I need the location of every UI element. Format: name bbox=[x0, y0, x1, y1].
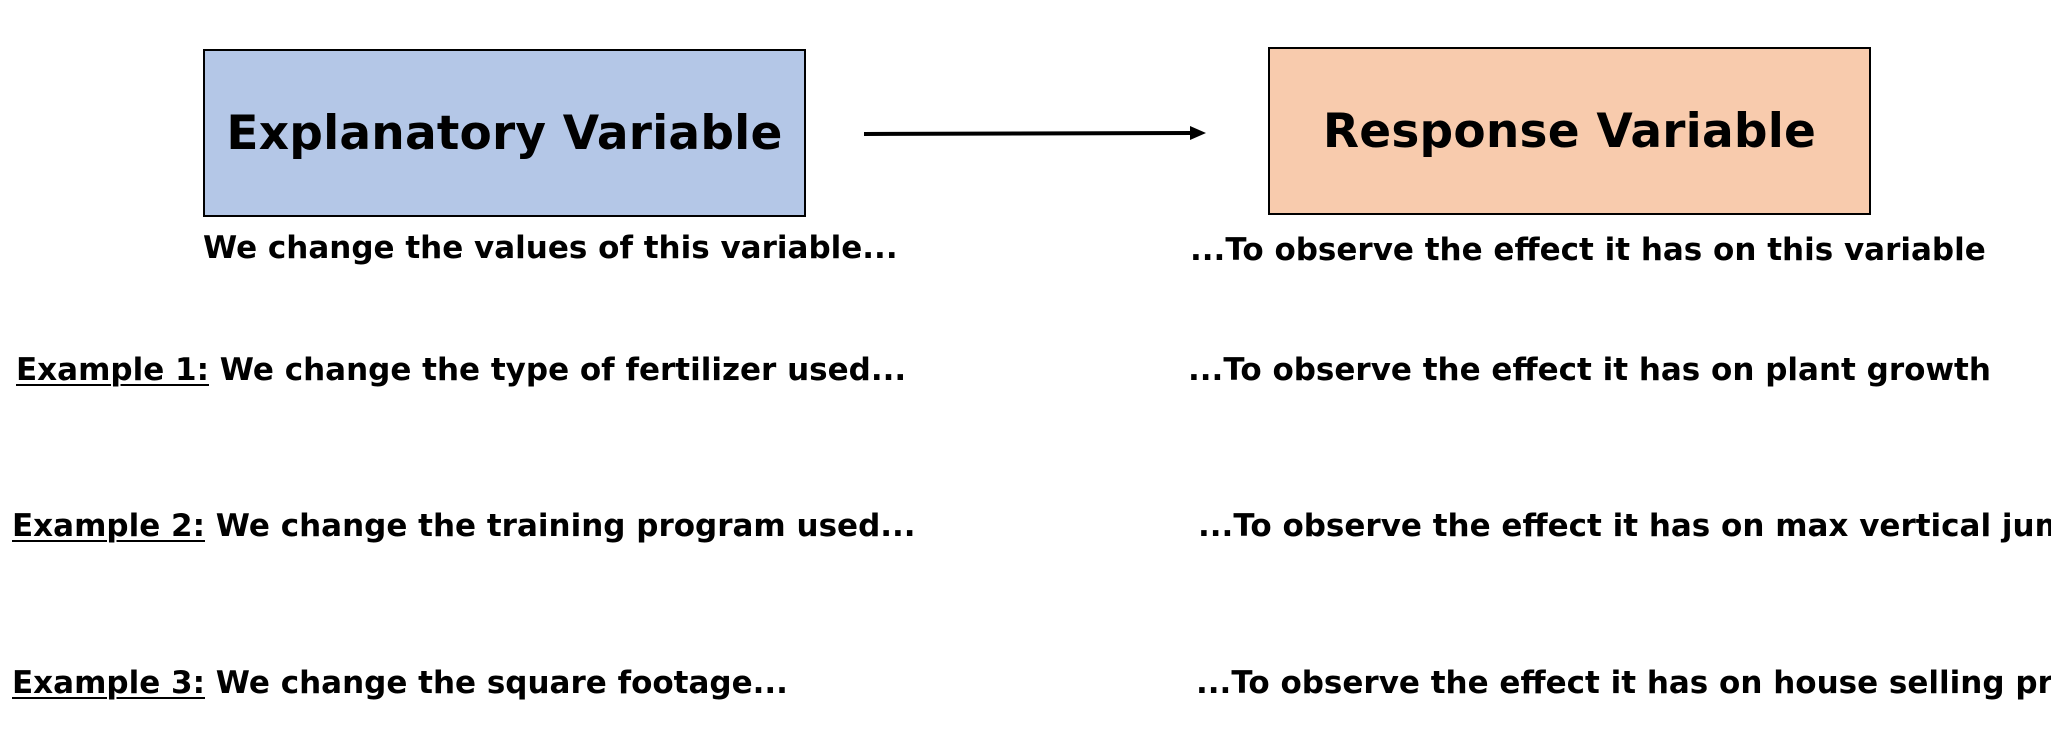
response-variable-box: Response Variable bbox=[1268, 47, 1871, 215]
example-1-label: Example 1: bbox=[16, 352, 209, 388]
example-2-response-text: ...To observe the effect it has on max v… bbox=[1198, 508, 2051, 544]
response-caption: ...To observe the effect it has on this … bbox=[1190, 232, 1986, 268]
example-3-response-text: ...To observe the effect it has on house… bbox=[1196, 665, 2051, 701]
example-3-label: Example 3: bbox=[12, 665, 205, 701]
example-2-label: Example 2: bbox=[12, 508, 205, 544]
explanatory-variable-label: Explanatory Variable bbox=[226, 105, 783, 161]
example-3-explanatory-text: We change the square footage... bbox=[215, 665, 788, 701]
explanatory-caption: We change the values of this variable... bbox=[203, 230, 898, 266]
arrow-right-icon bbox=[863, 126, 1206, 140]
example-2-explanatory: Example 2: We change the training progra… bbox=[12, 511, 916, 542]
example-3-explanatory: Example 3: We change the square footage.… bbox=[12, 668, 788, 699]
example-2-explanatory-text: We change the training program used... bbox=[215, 508, 916, 544]
explanatory-variable-box: Explanatory Variable bbox=[203, 49, 806, 217]
example-1-explanatory: Example 1: We change the type of fertili… bbox=[16, 355, 906, 386]
example-1-explanatory-text: We change the type of fertilizer used... bbox=[219, 352, 907, 388]
response-variable-label: Response Variable bbox=[1322, 103, 1817, 159]
example-1-response-text: ...To observe the effect it has on plant… bbox=[1188, 352, 1991, 388]
